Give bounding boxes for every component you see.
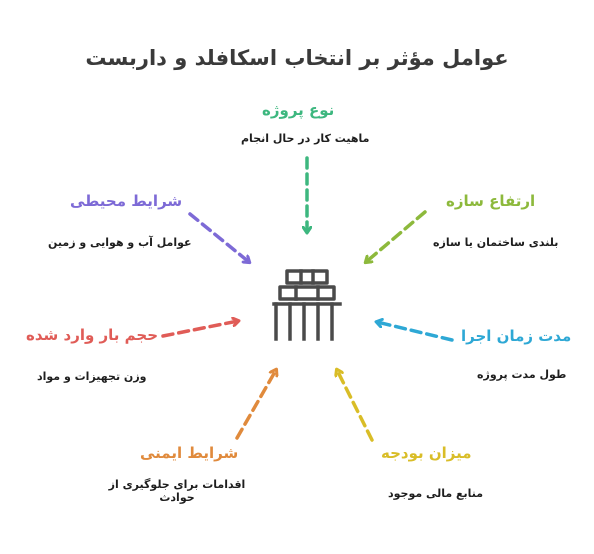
arrow-budget: [337, 370, 374, 442]
factor-safety-title: شرایط ایمنی: [140, 444, 239, 462]
arrow-environment: [188, 212, 249, 262]
arrow-duration: [377, 322, 454, 342]
factor-duration-desc: طول مدت پروژه: [477, 368, 567, 381]
arrow-load: [161, 321, 238, 338]
arrow-structure-height: [366, 210, 427, 262]
arrow-safety: [235, 370, 276, 440]
factor-safety-desc: اقدامات برای جلوگیری از حوادث: [108, 478, 246, 505]
factor-structure-height-title: ارتفاع سازه: [446, 192, 536, 210]
factor-environment-title: شرایط محیطی: [70, 192, 183, 210]
factor-structure-height-desc: بلندی ساختمان یا سازه: [433, 236, 559, 249]
factor-load-desc: وزن تجهیزات و مواد: [37, 370, 147, 383]
factor-duration-title: مدت زمان اجرا: [461, 327, 572, 345]
factor-project-type-desc: ماهیت کار در حال انجام: [241, 132, 370, 145]
factor-environment-desc: عوامل آب و هوایی و زمین: [48, 236, 192, 249]
factor-project-type-title: نوع پروژه: [262, 101, 335, 119]
diagram-title: عوامل مؤثر بر انتخاب اسکافلد و داربست: [85, 46, 509, 70]
factor-budget-desc: منابع مالی موجود: [388, 487, 484, 500]
scaffold-icon: [272, 269, 342, 341]
factor-budget-title: میزان بودجه: [381, 444, 472, 462]
factor-load-title: حجم بار وارد شده: [26, 326, 159, 344]
